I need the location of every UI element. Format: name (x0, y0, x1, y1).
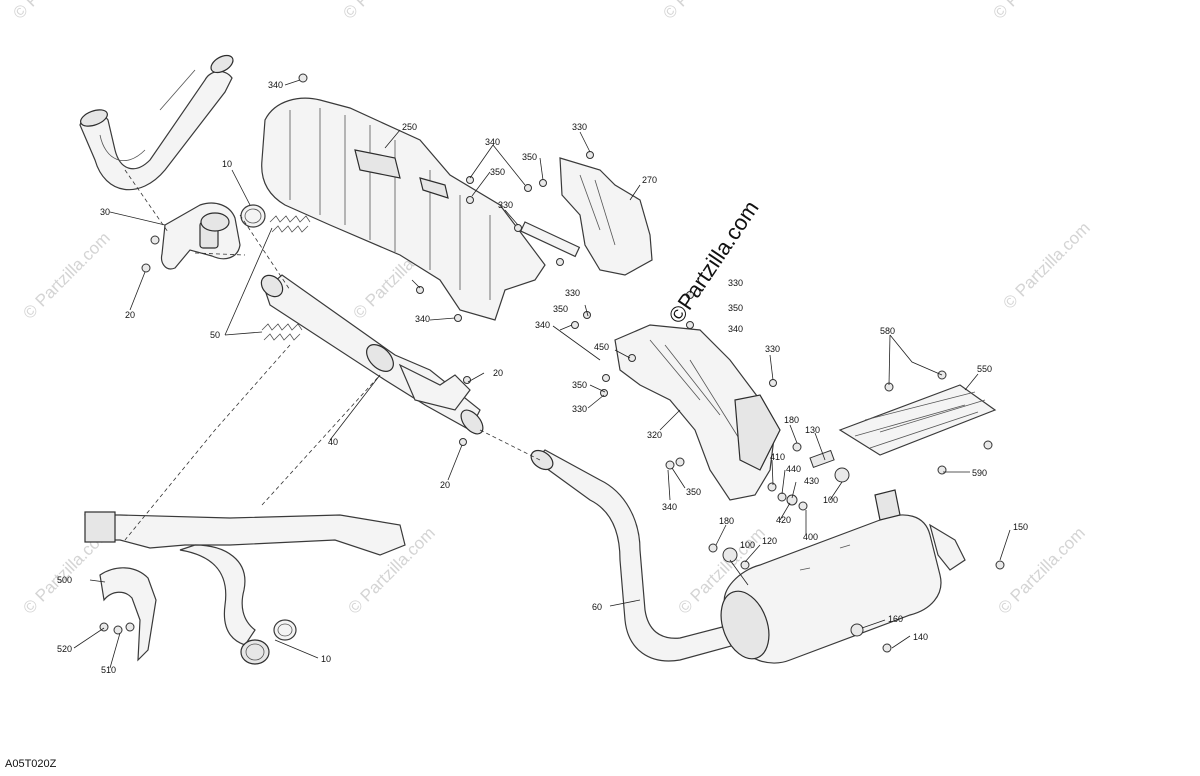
callout: 400 (803, 532, 818, 542)
callout: 350 (490, 167, 505, 177)
callout: 20 (125, 310, 135, 320)
heat-shield-250 (261, 97, 546, 321)
watermark: © Partzilla.com (989, 0, 1083, 23)
callout: 440 (786, 464, 801, 474)
callout: 350 (522, 152, 537, 162)
center-watermark: ©Partzilla.com (663, 196, 763, 328)
callout: 100 (740, 540, 755, 550)
callout: 330 (498, 200, 513, 210)
gasket-10-bottom-inner (277, 623, 293, 637)
gasket-10-bottom (273, 619, 297, 641)
callout: 250 (402, 122, 417, 132)
callout: 350 (553, 304, 568, 314)
callout: 340 (415, 314, 430, 324)
callout: 420 (776, 515, 791, 525)
spring-50-top (269, 215, 311, 233)
callout: 20 (493, 368, 503, 378)
watermark: © Partzilla.com (9, 0, 103, 23)
drawing-id: A05T020Z (5, 758, 57, 770)
callout: 60 (592, 602, 602, 612)
callout: 40 (328, 437, 338, 447)
callout: 10 (222, 159, 232, 169)
muffler (720, 489, 966, 664)
callout: 100 (823, 495, 838, 505)
callout: 340 (662, 502, 677, 512)
watermark: © Partzilla.com (659, 0, 753, 23)
callout: 350 (686, 487, 701, 497)
callout: 340 (535, 320, 550, 330)
bracket-500 (99, 567, 157, 662)
callout: 340 (268, 80, 283, 90)
callout: 320 (647, 430, 662, 440)
callout-labels: 340 250 10 30 20 50 340 350 330 330 270 … (57, 80, 1028, 675)
callout: 330 (572, 122, 587, 132)
callout: 340 (728, 324, 743, 334)
exhaust-pipe-30 (79, 54, 234, 191)
callout: 550 (977, 364, 992, 374)
lower-pipe-assembly (84, 511, 406, 665)
callout: 330 (765, 344, 780, 354)
callout: 330 (572, 404, 587, 414)
watermark: © Partzilla.com (339, 0, 433, 23)
callout: 150 (1013, 522, 1028, 532)
heat-shield-320 (614, 324, 781, 501)
callout: 270 (642, 175, 657, 185)
callout: 130 (805, 425, 820, 435)
exhaust-pipe-40 (260, 274, 484, 435)
callout: 590 (972, 468, 987, 478)
bracket-330-plate (519, 221, 581, 258)
watermark: © Partzilla.com (994, 523, 1088, 617)
callout: 520 (57, 644, 72, 654)
callout: 120 (762, 536, 777, 546)
elbow-flange (160, 202, 241, 270)
callout: 10 (321, 654, 331, 664)
hardware-fasteners (99, 73, 1005, 653)
heat-shield-270 (559, 157, 653, 276)
callout: 410 (770, 452, 785, 462)
alignment-lines (124, 169, 541, 541)
callout: 160 (888, 614, 903, 624)
watermark: © Partzilla.com (999, 218, 1093, 312)
callout: 330 (565, 288, 580, 298)
callout: 500 (57, 575, 72, 585)
leader-lines (73, 79, 1011, 669)
watermark: © Partzilla.com (19, 228, 113, 322)
spring-50-bottom (261, 323, 303, 341)
callout: 180 (784, 415, 799, 425)
callout: 180 (719, 516, 734, 526)
callout: 450 (594, 342, 609, 352)
callout: 580 (880, 326, 895, 336)
muffler-pipe-60 (530, 449, 736, 662)
callout: 510 (101, 665, 116, 675)
callout: 340 (485, 137, 500, 147)
gasket-10-top-inner (244, 208, 262, 224)
callout: 140 (913, 632, 928, 642)
spark-arrestor-screen-550 (838, 384, 997, 456)
callout: 30 (100, 207, 110, 217)
callout: 20 (440, 480, 450, 490)
callout: 430 (804, 476, 819, 486)
callout: 350 (728, 303, 743, 313)
callout: 330 (728, 278, 743, 288)
callout: 350 (572, 380, 587, 390)
callout: 50 (210, 330, 220, 340)
